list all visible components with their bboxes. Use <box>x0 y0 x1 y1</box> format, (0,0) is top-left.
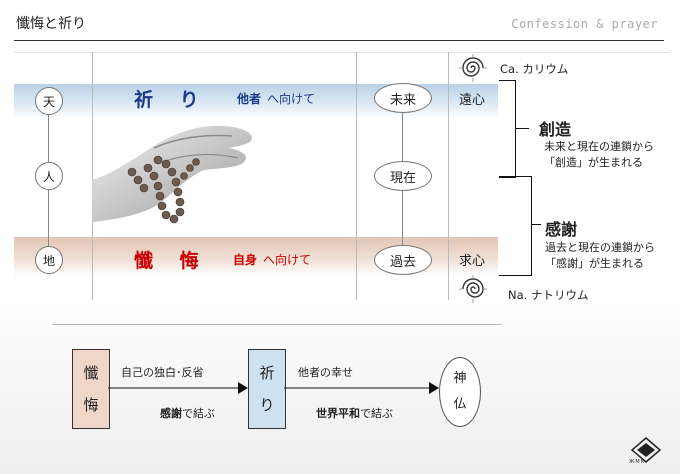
bracket-upper-tick <box>515 128 529 129</box>
grid-line-1 <box>92 52 93 300</box>
arrow-head-1 <box>238 382 248 394</box>
praying-hands-image <box>92 125 252 224</box>
arrow-head-2 <box>429 382 439 394</box>
page-title-english: Confession & prayer <box>511 17 658 31</box>
top-divider <box>14 52 670 53</box>
heart-far: 遠心 <box>459 93 486 108</box>
god-buddha-oval: 神 仏 <box>439 357 481 427</box>
arrow2-bottom-label: 世界平和で結ぶ <box>316 405 393 421</box>
prayer-box: 祈 り <box>248 349 286 429</box>
bracket-upper <box>499 80 516 178</box>
section-separator <box>52 324 502 325</box>
company-logo <box>630 437 662 463</box>
repentance-target-rest: へ向けて <box>263 253 312 267</box>
level-earth: 地 <box>35 246 63 274</box>
arrow1-bottom-rest: で結ぶ <box>182 407 215 420</box>
grid-line-2 <box>356 52 357 300</box>
repentance-box-char-2: 悔 <box>83 396 99 414</box>
prayer-box-char-1: 祈 <box>259 364 275 382</box>
prayer-target-rest: へ向けて <box>267 92 316 106</box>
creation-text: 未来と現在の連鎖から 「創造」が生まれる <box>544 139 654 171</box>
repentance-label: 懺 悔 <box>134 250 209 272</box>
logo-text: ЖMK <box>629 459 645 465</box>
prayer-target-word: 他者 <box>237 92 262 106</box>
arrow1-top-label: 自己の独白･反省 <box>121 366 204 379</box>
prayer-target: 他者へ向けて <box>237 90 315 107</box>
flow-arrows <box>108 382 439 394</box>
element-potassium: Ca. カリウム <box>500 62 569 76</box>
gratitude-line-2: 「感謝」が生まれる <box>545 257 644 270</box>
arrow2-bottom-rest: で結ぶ <box>360 407 393 420</box>
grid-line-3 <box>448 52 449 300</box>
level-human: 人 <box>35 162 63 190</box>
time-present: 現在 <box>374 161 432 191</box>
time-past: 過去 <box>374 245 432 275</box>
time-future: 未来 <box>374 83 432 113</box>
god-char: 神 <box>453 371 467 386</box>
repentance-box-char-1: 懺 <box>83 364 99 382</box>
repentance-target-word: 自身 <box>233 253 258 267</box>
repentance-box: 懺 悔 <box>72 349 110 429</box>
creation-line-2: 「創造」が生まれる <box>544 156 643 169</box>
bracket-lower-tick <box>531 224 541 225</box>
bracket-lower <box>499 176 532 276</box>
gratitude-text: 過去と現在の連鎖から 「感謝」が生まれる <box>545 240 655 272</box>
page-title: 懺悔と祈り <box>16 16 86 32</box>
heart-seek: 求心 <box>459 254 486 269</box>
arrow1-bottom-label: 感謝で結ぶ <box>160 405 215 421</box>
level-heaven: 天 <box>35 87 63 115</box>
spiral-icon-top <box>459 54 487 82</box>
arrow2-bottom-bold: 世界平和 <box>316 407 360 420</box>
buddha-char: 仏 <box>453 397 467 412</box>
creation-line-1: 未来と現在の連鎖から <box>544 140 654 153</box>
prayer-label: 祈 り <box>134 89 209 111</box>
prayer-box-char-2: り <box>259 396 275 414</box>
title-underline <box>14 40 664 41</box>
repentance-target: 自身へ向けて <box>233 251 311 268</box>
spiral-icon-bottom <box>459 275 487 303</box>
gratitude-heading: 感謝 <box>545 220 578 239</box>
arrow2-top-label: 他者の幸せ <box>298 366 353 379</box>
element-sodium: Na. ナトリウム <box>508 288 589 302</box>
creation-heading: 創造 <box>539 120 572 139</box>
gratitude-line-1: 過去と現在の連鎖から <box>545 241 655 254</box>
arrow1-bottom-bold: 感謝 <box>160 407 182 420</box>
